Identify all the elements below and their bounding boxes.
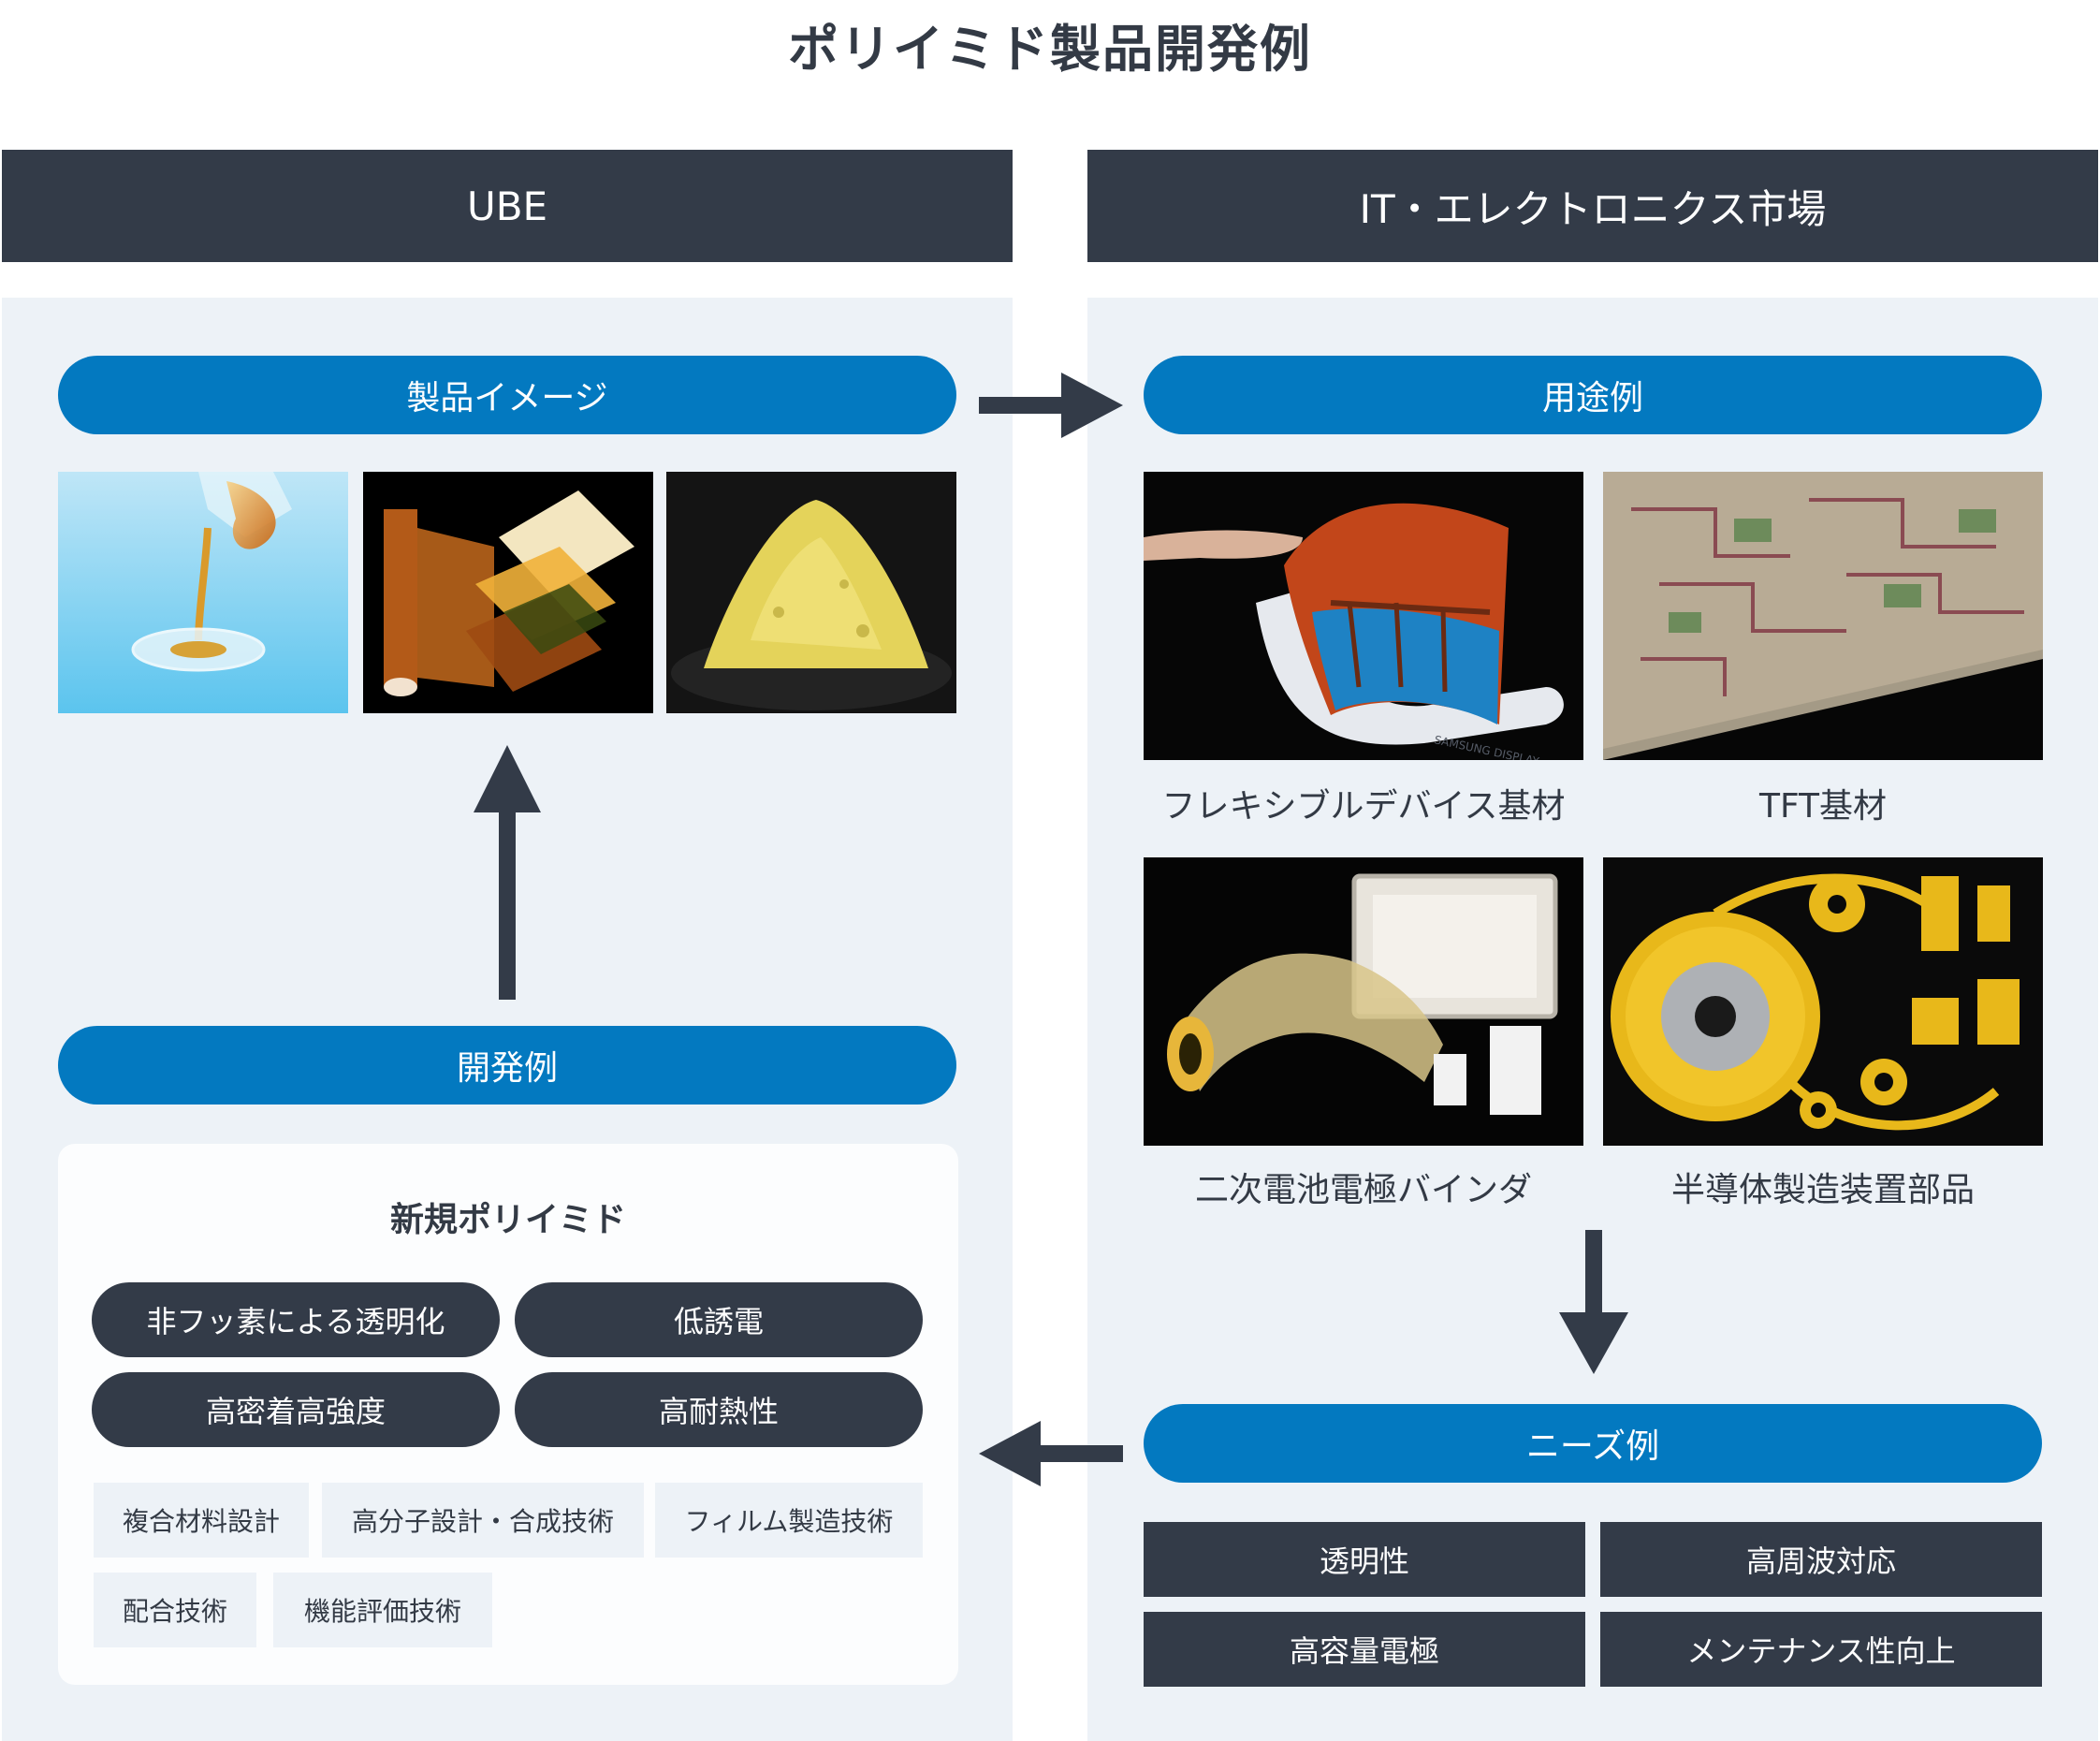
right-arrow-icon [979,373,1123,438]
applications-pill: 用途例 [1144,356,2042,434]
film-sheets-image [363,472,653,713]
development-card: 新規ポリイミド 非フッ素による透明化 低誘電 高密着高強度 高耐熱性 複合材料設… [58,1144,958,1685]
feature-pill: 非フッ素による透明化 [92,1282,500,1357]
technology-tag: 高分子設計・合成技術 [322,1483,644,1558]
need-box: 高周波対応 [1600,1522,2042,1597]
technology-tag: 機能評価技術 [273,1573,492,1647]
development-pill: 開発例 [58,1026,956,1105]
market-header: IT・エレクトロニクス市場 [1087,150,2098,262]
feature-pill: 低誘電 [515,1282,923,1357]
technology-tag: 複合材料設計 [94,1483,309,1558]
need-box: メンテナンス性向上 [1600,1612,2042,1687]
application-caption: 半導体製造装置部品 [1670,1171,1975,1209]
product-image-pill: 製品イメージ [58,356,956,434]
needs-pill: ニーズ例 [1144,1404,2042,1483]
feature-pill: 高耐熱性 [515,1372,923,1447]
powder-image [666,472,956,713]
application-caption: フレキシブルデバイス基材 [1161,787,1566,826]
need-box: 透明性 [1144,1522,1585,1597]
application-caption: TFT基材 [1758,787,1888,826]
flexible-display-image: SAMSUNG DISPLAY [1144,472,1583,760]
down-arrow-icon [1559,1230,1628,1374]
need-box: 高容量電極 [1144,1612,1585,1687]
technology-tag: 配合技術 [94,1573,256,1647]
ube-header: UBE [2,150,1013,262]
left-arrow-icon [979,1421,1123,1486]
liquid-pour-image [58,472,348,713]
battery-image [1144,857,1583,1146]
gear-parts-image [1603,857,2043,1146]
technology-tag: フィルム製造技術 [655,1483,923,1558]
application-caption: 二次電池電極バインダ [1194,1171,1532,1209]
development-card-title: 新規ポリイミド [389,1201,626,1239]
page-title: ポリイミド製品開発例 [788,20,1312,79]
feature-pill: 高密着高強度 [92,1372,500,1447]
circuit-board-image [1603,472,2043,760]
up-arrow-icon [474,745,541,1000]
